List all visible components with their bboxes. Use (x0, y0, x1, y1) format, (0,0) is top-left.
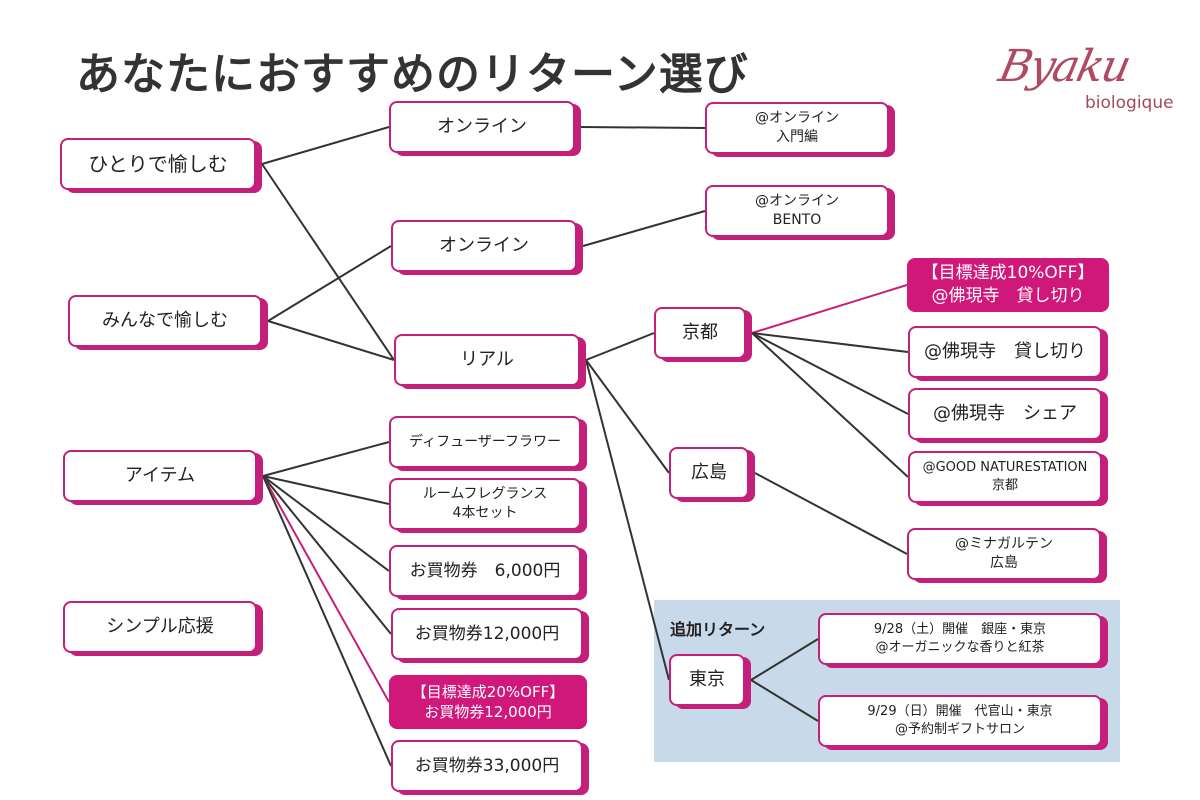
node-voucher-12000-discount[interactable]: 【目標達成20%OFF】 お買物券12,000円 (389, 675, 587, 729)
node-label: @オンライン 入門編 (755, 110, 839, 145)
connector-item-voucher_6000 (262, 475, 390, 572)
connector-group-online2 (267, 245, 392, 322)
node-label: @佛現寺 シェア (933, 402, 1077, 424)
node-kyoto[interactable]: 京都 (654, 307, 746, 359)
node-label: @ミナガルテン 広島 (955, 536, 1053, 571)
node-label: お買物券12,000円 (414, 623, 560, 644)
node-tokyo[interactable]: 東京 (669, 654, 745, 706)
node-hiroshima-minagarten[interactable]: @ミナガルテン 広島 (907, 528, 1101, 580)
node-kyoto-good-naturestation[interactable]: @GOOD NATURESTATION 京都 (908, 451, 1102, 503)
connector-kyoto-kyoto_share (751, 332, 909, 415)
node-label: 【目標達成10%OFF】 @佛現寺 貸し切り (921, 263, 1095, 306)
node-label: お買物券33,000円 (414, 755, 560, 776)
node-diffuser-flower[interactable]: ディフューザーフラワー (389, 416, 581, 468)
node-kyoto-share[interactable]: @佛現寺 シェア (908, 388, 1102, 440)
connector-kyoto-kyoto_good (751, 332, 909, 478)
node-label: アイテム (124, 464, 196, 486)
connector-item-diffuser (262, 441, 390, 477)
node-hiroshima[interactable]: 広島 (669, 447, 749, 499)
node-label: 9/29（日）開催 代官山・東京 @予約制ギフトサロン (867, 704, 1053, 737)
connector-item-voucher_33000 (262, 475, 392, 767)
page-title: あなたにおすすめのリターン選び (76, 49, 749, 100)
node-label: 【目標達成20%OFF】 お買物券12,000円 (411, 682, 565, 721)
node-voucher-6000[interactable]: お買物券 6,000円 (389, 545, 581, 597)
node-room-fragrance[interactable]: ルームフレグランス 4本セット (389, 478, 581, 530)
connector-real-kyoto (585, 332, 655, 361)
node-label: シンプル応援 (106, 615, 214, 637)
node-label: 京都 (682, 321, 718, 343)
connector-online2-online_bento (582, 210, 706, 247)
node-online-group[interactable]: オンライン (391, 220, 577, 272)
connector-item-room_fragrance (262, 475, 390, 505)
node-label: オンライン (437, 115, 527, 137)
node-label: ルームフレグランス 4本セット (422, 486, 548, 521)
node-kyoto-private[interactable]: @佛現寺 貸し切り (908, 326, 1102, 378)
node-label: みんなで愉しむ (102, 309, 228, 331)
node-voucher-33000[interactable]: お買物券33,000円 (391, 740, 583, 792)
node-label: @佛現寺 貸し切り (924, 340, 1086, 362)
connector-hiroshima-hiroshima_mina (754, 472, 908, 555)
connector-tokyo-tokyo_0929 (750, 679, 819, 722)
node-online-solo[interactable]: オンライン (389, 101, 575, 153)
node-online-intro[interactable]: @オンライン 入門編 (705, 102, 889, 154)
node-label: リアル (460, 348, 514, 370)
node-label: @GOOD NATURESTATION 京都 (922, 460, 1088, 493)
node-label: 広島 (691, 461, 727, 483)
connector-item-voucher_12000_discount (262, 475, 390, 703)
node-solo[interactable]: ひとりで愉しむ (60, 138, 256, 190)
connector-tokyo-tokyo_0928 (750, 638, 819, 681)
node-label: ディフューザーフラワー (409, 433, 561, 450)
node-tokyo-0929[interactable]: 9/29（日）開催 代官山・東京 @予約制ギフトサロン (818, 695, 1102, 747)
node-label: オンライン (439, 234, 529, 256)
connector-solo-real (261, 163, 395, 361)
node-item[interactable]: アイテム (63, 450, 257, 502)
brand-logo: Byaku biologique (995, 41, 1174, 120)
extra-returns-label: 追加リターン (670, 620, 766, 639)
connector-real-hiroshima (585, 359, 670, 474)
node-group[interactable]: みんなで愉しむ (68, 295, 262, 347)
node-label: ひとりで愉しむ (88, 151, 228, 176)
connector-kyoto-kyoto_private (751, 332, 909, 353)
node-online-bento[interactable]: @オンライン BENTO (705, 185, 889, 237)
connector-kyoto-kyoto_discount (751, 284, 908, 334)
logo-subtitle: biologique (1085, 93, 1174, 113)
node-label: お買物券 6,000円 (409, 560, 561, 581)
node-label: 東京 (689, 668, 725, 690)
node-label: @オンライン BENTO (755, 193, 839, 228)
connector-item-voucher_12000 (262, 475, 392, 635)
connector-solo-online1 (261, 126, 390, 165)
connector-real-tokyo (585, 359, 670, 681)
node-voucher-12000[interactable]: お買物券12,000円 (391, 608, 583, 660)
connector-group-real (267, 320, 395, 361)
node-kyoto-discount-private[interactable]: 【目標達成10%OFF】 @佛現寺 貸し切り (907, 258, 1109, 312)
node-tokyo-0928[interactable]: 9/28（土）開催 銀座・東京 @オーガニックな香りと紅茶 (818, 613, 1102, 665)
node-real[interactable]: リアル (394, 334, 580, 386)
node-label: 9/28（土）開催 銀座・東京 @オーガニックな香りと紅茶 (873, 622, 1047, 655)
node-simple-support[interactable]: シンプル応援 (63, 601, 257, 653)
connector-online1-online_intro (580, 126, 706, 129)
